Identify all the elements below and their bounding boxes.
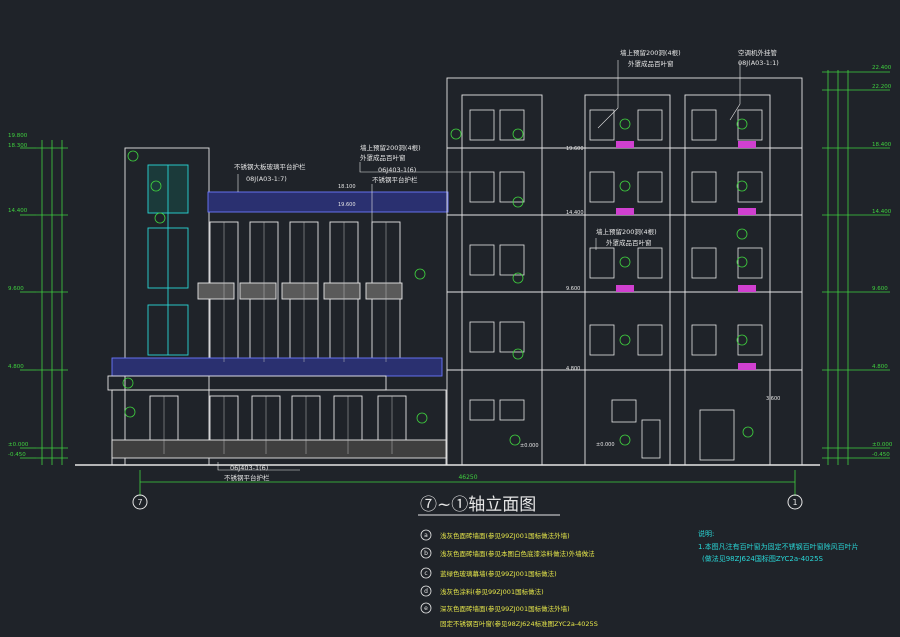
svg-text:d: d [424,588,428,595]
svg-text:4.800: 4.800 [566,366,580,372]
right-elevation-labels: 22.400 22.200 18.400 14.400 9.600 4.800 … [872,65,893,458]
elevation-label: 22.400 [872,65,892,71]
legend-item: 浅灰色涂料(参见99ZJ001国标做法) [440,587,544,596]
elevation-label: -0.450 [8,452,26,458]
annotation-left-rail2-1: 06J403-1(6) [378,166,416,174]
annotation-top-center-1: 墙上预留200洞(4根) [620,48,681,57]
left-dimension-chain [20,140,68,465]
elevation-label: 9.600 [872,286,888,292]
elevation-label: 18.400 [872,142,892,148]
svg-text:19.600: 19.600 [338,202,356,208]
annotation-bottom-rail-2: 不锈钢平台护栏 [224,473,270,482]
annotation-mid-right-1: 墙上预留200洞(4根) [596,227,657,236]
svg-text:14.400: 14.400 [566,210,584,216]
notes-line: (做法见98ZJ624国标图ZYC2a-4025S [702,554,824,563]
legend-footnote: 固定不锈钢百叶窗(参见98ZJ624标准图ZYC2a-4025S [440,619,598,628]
legend-item: 蓝绿色玻璃幕墙(参见99ZJ001国标做法) [440,569,557,578]
svg-text:b: b [424,550,428,557]
right-block-windows [469,109,763,461]
svg-text:9.600: 9.600 [566,286,580,292]
notes-line: 1.本图凡注有百叶窗为固定不锈钢百叶窗除风百叶片 [698,542,859,551]
left-block [107,147,449,466]
elevation-label: 9.600 [8,286,24,292]
annotation-bottom-rail-1: 06J403-1(6) [230,464,268,472]
legend-item: 浅灰色面砖墙面(参见99ZJ001国标做法外墙) [440,531,570,540]
svg-text:a: a [424,532,428,539]
elevation-label: 14.400 [8,208,28,214]
annotation-top-right-1: 空调机外挂管 [738,48,778,57]
elevation-label: 22.200 [872,84,892,90]
right-dimension-chain [822,70,890,465]
annotation-left-rail2-2: 不锈钢平台护栏 [372,175,418,184]
svg-text:7: 7 [137,498,142,507]
svg-text:19.600: 19.600 [566,146,584,152]
overall-dimension [139,470,796,496]
annotation-top-center-2: 外罩成品百叶窗 [628,59,674,68]
elevation-marks: 18.100 19.600 19.600 14.400 9.600 4.800 … [338,146,780,449]
legend-item: 深灰色面砖墙面(参见99ZJ001国标做法外墙) [440,604,570,613]
elevation-label: 18.300 [8,143,28,149]
annotation-mid-left-1: 墙上预留200洞(4根) [360,143,421,152]
elevation-label: ±0.000 [872,442,893,448]
annotation-mid-left-2: 外罩成品百叶窗 [360,153,406,162]
legend-item: 浅灰色面砖墙面(参见本图白色底漆涂料做法)外墙做法 [440,549,595,558]
svg-text:±0.000: ±0.000 [520,443,539,449]
annotation-mid-right-2: 外罩成品百叶窗 [606,238,652,247]
elevation-label: 14.400 [872,209,892,215]
svg-text:±0.000: ±0.000 [596,442,615,448]
left-elevation-labels: 19.800 18.300 14.400 9.600 4.800 ±0.000 … [8,133,29,458]
annotation-left-rail-1: 不锈钢大板玻璃平台护栏 [234,162,306,171]
svg-text:c: c [424,570,427,577]
svg-text:3.600: 3.600 [766,396,780,402]
legend: a 浅灰色面砖墙面(参见99ZJ001国标做法外墙) b 浅灰色面砖墙面(参见本… [420,529,598,628]
notes-heading: 说明: [698,529,714,538]
annotation-left-rail-2: 08J(A03-1:7) [246,175,287,183]
elevation-label: ±0.000 [8,442,29,448]
elevation-label: 4.800 [8,364,24,370]
material-bubbles [122,118,754,446]
left-block-mullions [163,222,393,454]
annotation-leaders [217,60,741,471]
elevation-label: 19.800 [8,133,28,139]
axis-bubble-right: 1 [787,494,803,510]
ac-units [616,141,756,370]
elevation-label: -0.450 [872,452,890,458]
svg-text:e: e [424,605,428,612]
elevation-label: 4.800 [872,364,888,370]
drawing-title: ⑦~①轴立面图 [420,495,536,515]
annotation-texts: 墙上预留200洞(4根) 外罩成品百叶窗 空调机外挂管 08J(A03-1:1)… [224,48,779,482]
svg-text:1: 1 [792,498,797,507]
notes: 说明: 1.本图凡注有百叶窗为固定不锈钢百叶窗除风百叶片 (做法见98ZJ624… [698,529,859,563]
svg-text:18.100: 18.100 [338,184,356,190]
axis-bubble-left: 7 [132,494,148,510]
annotation-top-right-2: 08J(A03-1:1) [738,59,779,67]
overall-dimension-label: 46250 [458,474,477,481]
